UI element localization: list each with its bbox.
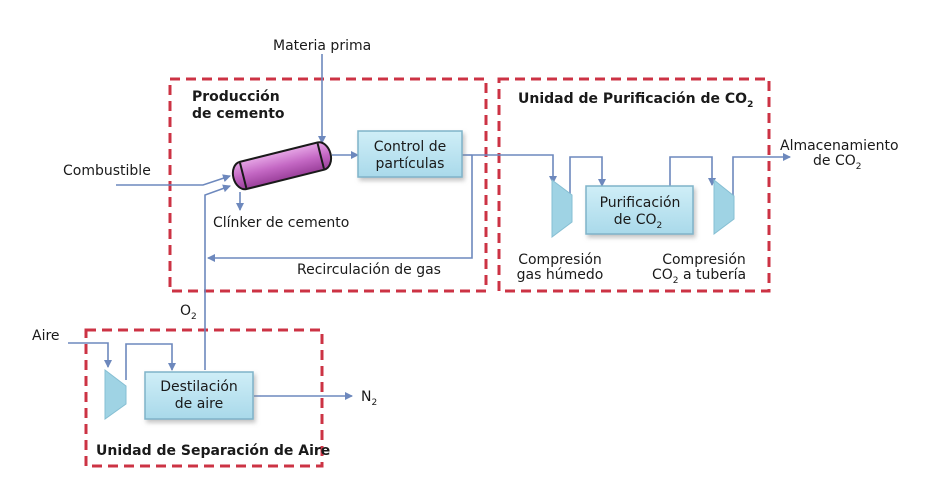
to-pipeline-compressor-line [669, 156, 716, 186]
to-distillation-line [125, 343, 176, 380]
fuel-label: Combustible [63, 163, 151, 179]
clinker-label: Clínker de cemento [213, 215, 349, 231]
pipeline-compression-label-line1: Compresión [662, 252, 746, 268]
particle-control-line1: Control de [374, 139, 447, 155]
wet-gas-compressor-icon [551, 179, 573, 238]
co2-purification-line1: Purificación [600, 195, 681, 211]
fuel-flow-line [116, 174, 231, 186]
nitrogen-label: N2 [361, 389, 377, 408]
storage-label-line1: Almacenamiento [780, 138, 899, 154]
pipeline-compressor-icon [713, 178, 735, 235]
to-purification-line [569, 156, 606, 195]
to-storage-line [732, 153, 791, 200]
air-label: Aire [32, 328, 60, 344]
rotary-kiln-icon [231, 141, 333, 191]
air-distillation-box [144, 371, 254, 420]
wet-gas-compression-label-line2: gas húmedo [517, 267, 604, 283]
wet-gas-compression-label-line1: Compresión [518, 252, 602, 268]
particle-control-line2: partículas [376, 156, 445, 172]
air-compressor-icon [104, 368, 127, 420]
air-inlet-line [68, 342, 112, 368]
co2-purification-unit-boundary [497, 77, 771, 293]
pipeline-compression-label-line2: CO2 a tubería [652, 267, 746, 286]
air-separation-unit-boundary [84, 328, 324, 468]
oxygen-flow-line [204, 184, 231, 370]
air-distillation-line2: de aire [175, 396, 223, 412]
co2-unit-title: Unidad de Purificación de CO2 [518, 91, 753, 110]
air-separation-unit-title: Unidad de Separación de Aire [96, 443, 330, 459]
air-distillation-line1: Destilación [160, 379, 238, 395]
particle-control-box [357, 130, 463, 178]
gas-recirculation-label: Recirculación de gas [297, 262, 441, 278]
to-wet-compressor-line [472, 154, 557, 184]
raw-material-label: Materia prima [273, 38, 371, 54]
gas-recirculation-line [207, 155, 473, 262]
storage-label-line2: de CO2 [813, 153, 861, 172]
co2-purification-box [585, 185, 694, 235]
cement-unit-title-line1: Producción [192, 89, 280, 105]
co2-purification-line2: de CO2 [614, 212, 662, 231]
oxygen-label: O2 [180, 303, 197, 322]
cement-unit-title-line2: de cemento [192, 106, 285, 122]
